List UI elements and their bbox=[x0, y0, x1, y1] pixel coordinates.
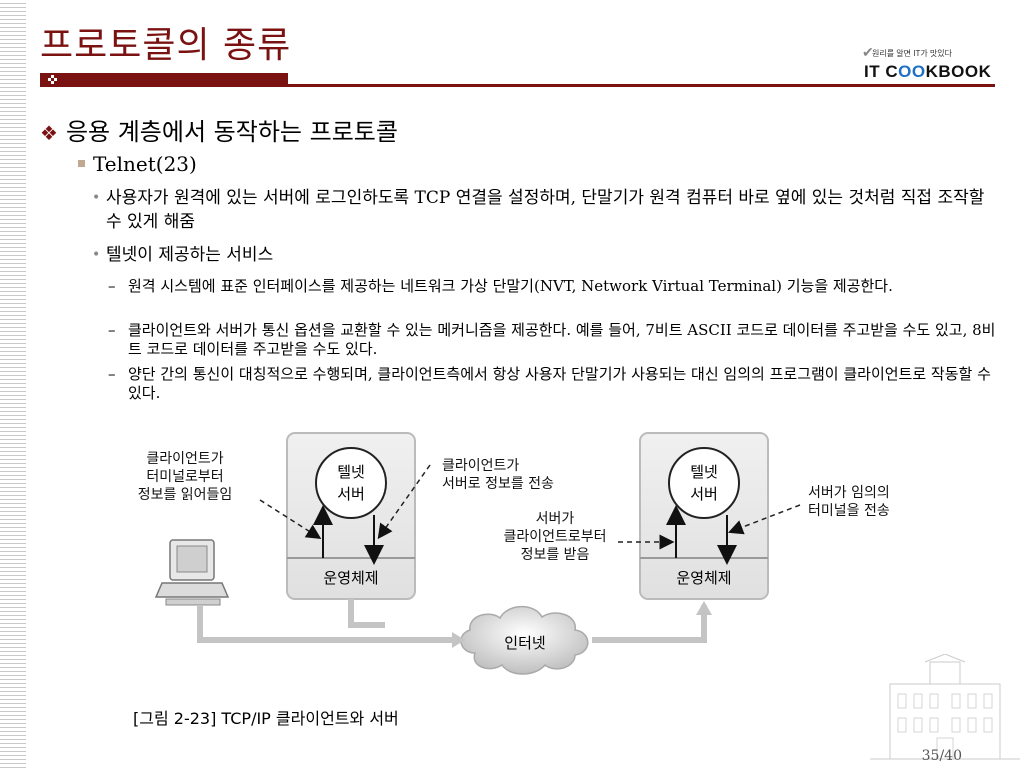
server-label-line1: 텔넷 bbox=[337, 463, 365, 481]
bullet-item: •텔넷이 제공하는 서비스 bbox=[92, 245, 274, 265]
title-underline bbox=[40, 73, 995, 89]
level2-item: Telnet(23) bbox=[78, 152, 197, 176]
dash-item: –클라이언트와 서버가 통신 옵션을 교환할 수 있는 메커니즘을 제공한다. … bbox=[108, 321, 996, 358]
label-client-reads-2: 터미널로부터 bbox=[146, 469, 223, 485]
server-label-line2: 서버 bbox=[690, 485, 718, 503]
dash-bullet: – bbox=[108, 365, 116, 383]
decorative-stripes bbox=[0, 0, 26, 768]
page-number: 35/40 bbox=[921, 748, 962, 764]
logo-tagline: 원리를 알면 IT가 맛있다 bbox=[872, 49, 953, 58]
logo-brand: IT COOKBOOK bbox=[864, 62, 992, 81]
dashed-arrows bbox=[259, 464, 801, 550]
label-server-receives-2: 클라이언트로부터 bbox=[503, 529, 606, 545]
os-label: 운영체제 bbox=[323, 569, 378, 587]
dot-bullet-icon: • bbox=[92, 190, 101, 206]
label-client-reads-3: 정보를 읽어들임 bbox=[138, 487, 233, 503]
client-host-box: 텔넷 서버 운영체제 bbox=[286, 432, 416, 600]
network-connections bbox=[197, 599, 707, 643]
it-cookbook-logo: ✔ 원리를 알면 IT가 맛있다 IT COOKBOOK bbox=[862, 44, 994, 88]
label-client-sends-2: 서버로 정보를 전송 bbox=[442, 476, 554, 492]
label-server-sends-1: 서버가 임의의 bbox=[808, 485, 890, 501]
cloud-label: 인터넷 bbox=[504, 634, 545, 652]
server-host-box: 텔넷 서버 운영체제 bbox=[639, 432, 769, 600]
label-server-receives-1: 서버가 bbox=[536, 511, 575, 527]
label-server-sends-2: 터미널을 전송 bbox=[808, 503, 890, 519]
dash-item: –원격 시스템에 표준 인터페이스를 제공하는 네트워크 가상 단말기(NVT,… bbox=[108, 277, 893, 295]
checkmark-icon: ✔ bbox=[862, 44, 874, 60]
figure-caption: [그림 2-23] TCP/IP 클라이언트와 서버 bbox=[133, 709, 399, 728]
diamond-bullet-icon: ❖ bbox=[40, 121, 58, 145]
diamond-dots-icon bbox=[48, 75, 57, 84]
page-title: 프로토콜의 종류 bbox=[40, 25, 292, 66]
building-watermark-icon bbox=[870, 654, 1020, 760]
square-bullet-icon bbox=[78, 160, 85, 167]
internet-cloud: 인터넷 bbox=[460, 605, 589, 675]
label-client-reads-1: 클라이언트가 bbox=[146, 451, 223, 467]
label-client-sends-1: 클라이언트가 bbox=[442, 458, 519, 474]
dash-bullet: – bbox=[108, 277, 116, 295]
server-label-line1: 텔넷 bbox=[690, 463, 718, 481]
dash-bullet: – bbox=[108, 321, 116, 339]
level1-item: ❖응용 계층에서 동작하는 프로토콜 bbox=[40, 118, 398, 146]
label-server-receives-3: 정보를 받음 bbox=[521, 547, 590, 563]
os-label: 운영체제 bbox=[676, 569, 731, 587]
telnet-diagram: 텔넷 서버 운영체제 텔넷 서버 운영체제 인터넷 클라이 bbox=[138, 432, 890, 675]
dash-item: –양단 간의 통신이 대칭적으로 수행되며, 클라이언트측에서 항상 사용자 단… bbox=[108, 365, 991, 402]
bullet-item: •사용자가 원격에 있는 서버에 로그인하도록 TCP 연결을 설정하며, 단말… bbox=[92, 188, 985, 232]
server-label-line2: 서버 bbox=[337, 485, 365, 503]
computer-terminal-icon bbox=[154, 539, 230, 606]
dot-bullet-icon: • bbox=[92, 247, 101, 263]
